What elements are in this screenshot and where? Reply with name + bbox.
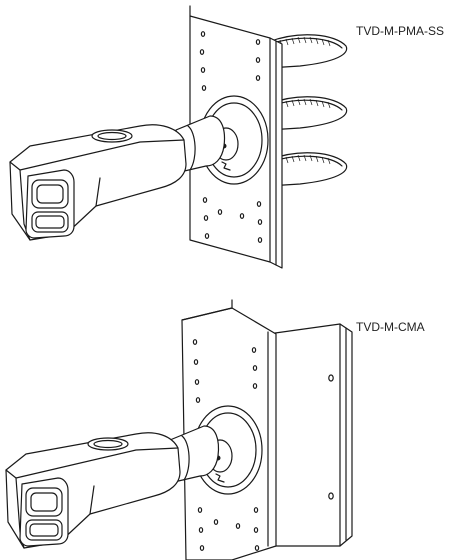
strap-band-middle <box>267 96 348 131</box>
corner-mount-wing <box>267 323 353 547</box>
bullet-camera-top <box>9 115 226 241</box>
model-label-top: TVD-M-PMA-SS <box>356 24 444 38</box>
model-label-bottom: TVD-M-CMA <box>356 320 425 334</box>
bullet-camera-bottom <box>5 425 220 549</box>
corner-mount-assembly <box>5 299 353 560</box>
pole-mount-assembly <box>9 5 348 269</box>
strap-band-top <box>267 34 348 69</box>
plate-holes <box>199 31 263 243</box>
corner-plate-holes <box>192 339 260 551</box>
